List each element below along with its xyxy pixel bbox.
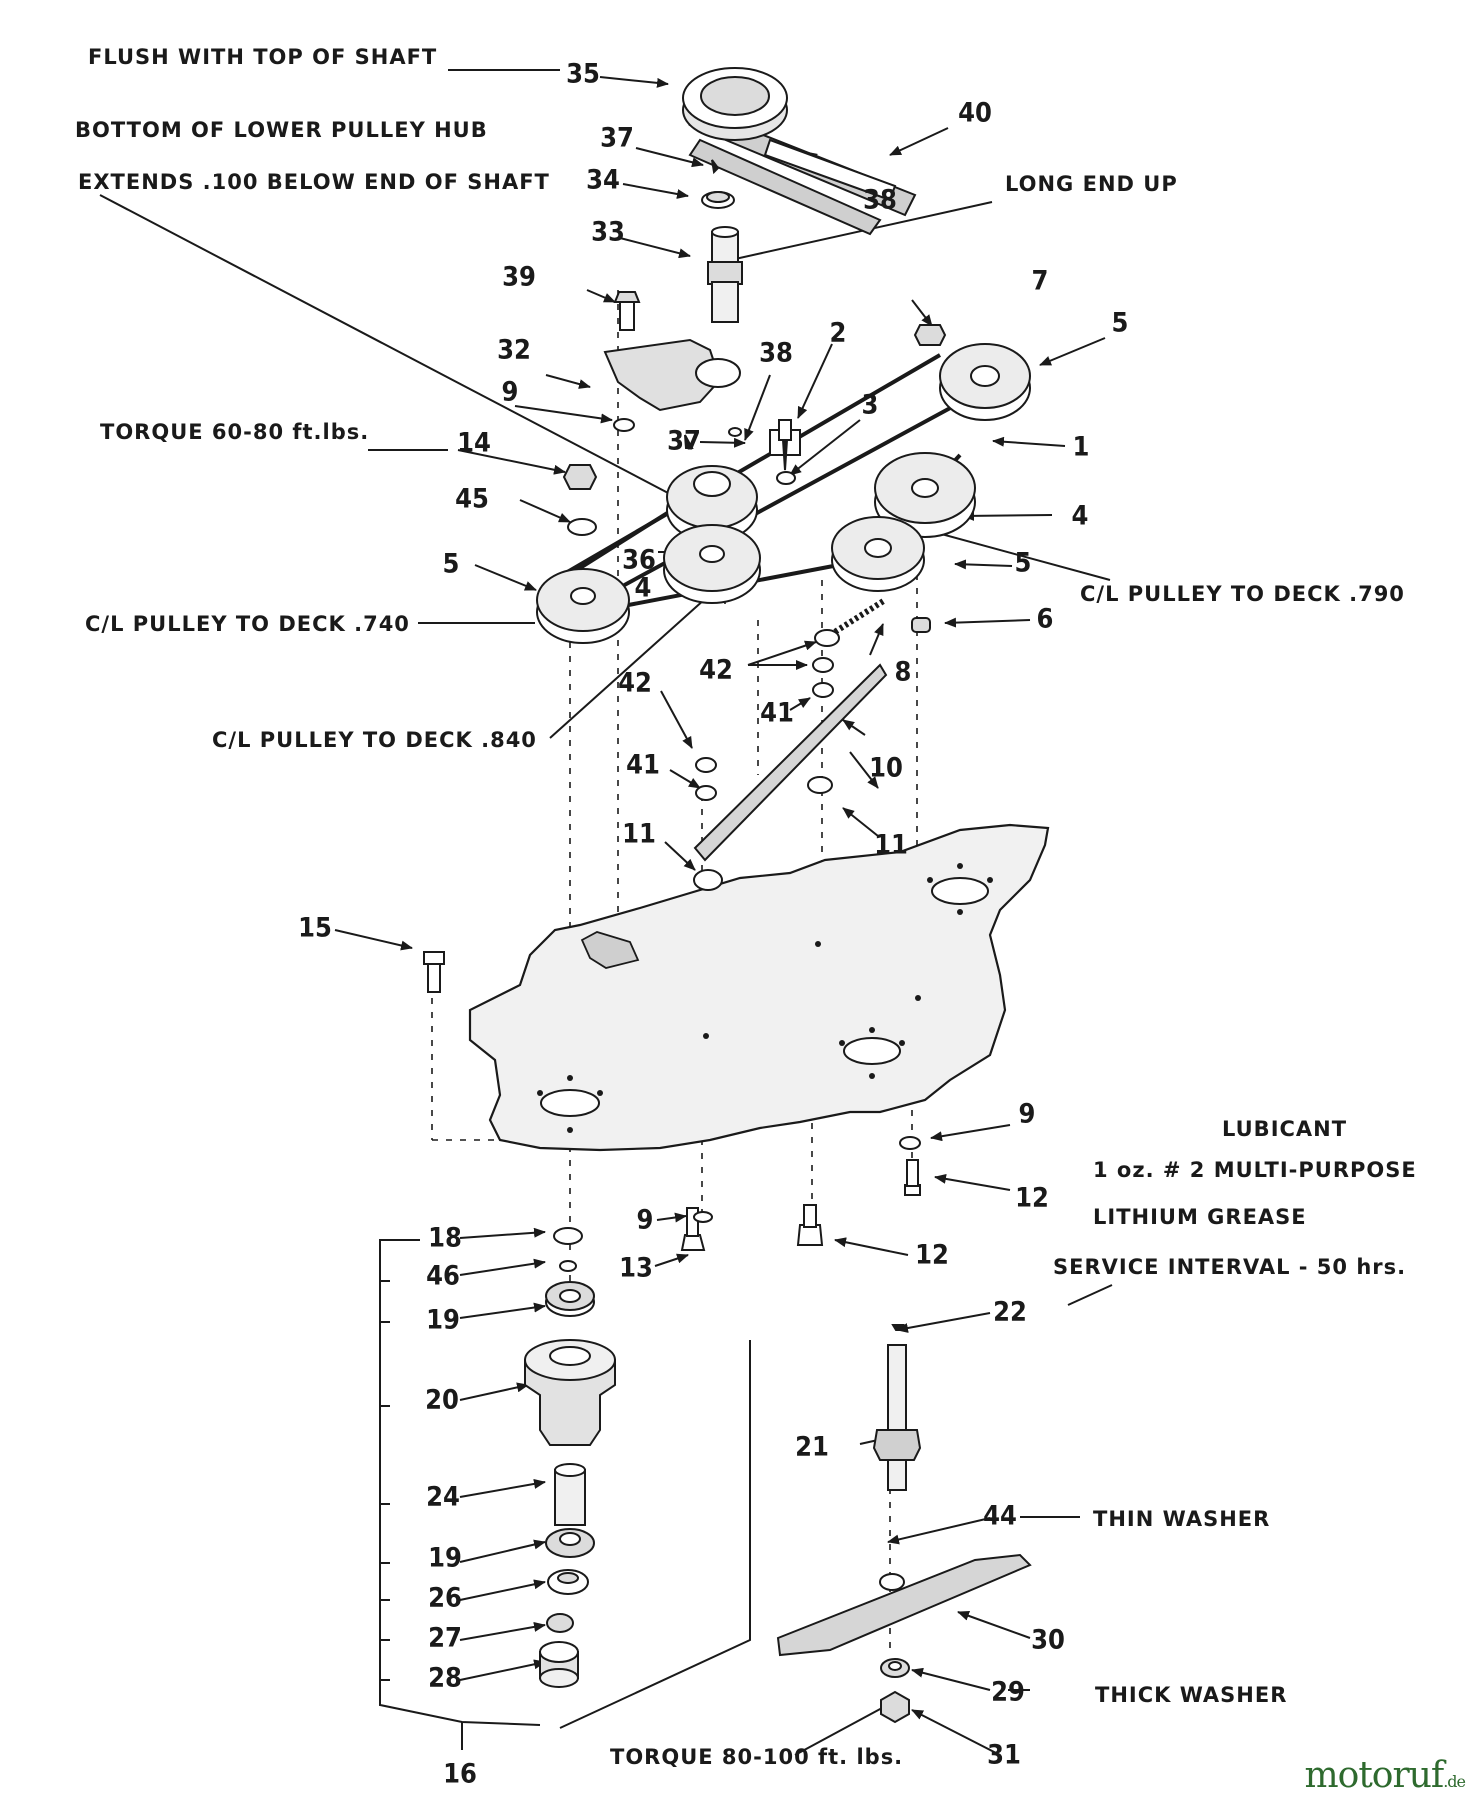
callout-26: 26 [428,1582,462,1614]
callout-35: 35 [566,58,600,90]
callout-9: 9 [501,376,519,408]
callout-18: 18 [428,1222,462,1254]
note-lubicant: LUBICANT [1222,1117,1348,1141]
callout-32: 32 [497,334,531,366]
callout-20: 20 [425,1384,459,1416]
callout-3: 3 [861,389,879,421]
callout-5: 5 [1111,307,1129,339]
note-service-interval: SERVICE INTERVAL - 50 hrs. [1053,1255,1407,1279]
callout-19: 19 [428,1542,462,1574]
callout-21: 21 [795,1431,829,1463]
callout-9: 9 [636,1204,654,1236]
note-extends-below-shaft: EXTENDS .100 BELOW END OF SHAFT [78,170,550,194]
callout-10: 10 [869,752,903,784]
note-torque-80-100: TORQUE 80-100 ft. lbs. [610,1745,904,1769]
note-thin-washer: THIN WASHER [1093,1507,1271,1531]
callout-4: 4 [634,572,652,604]
callout-40: 40 [958,97,992,129]
callout-13: 13 [619,1252,653,1284]
callout-11: 11 [874,829,908,861]
note-torque-60-80: TORQUE 60-80 ft.lbs. [100,420,370,444]
callout-42: 42 [699,654,733,686]
callout-19: 19 [426,1304,460,1336]
callout-37: 37 [667,425,701,457]
callout-12: 12 [1015,1182,1049,1214]
callout-5: 5 [1014,547,1032,579]
watermark-logo: motoruf.de [1304,1755,1466,1796]
watermark-name: motoruf [1304,1755,1445,1796]
callout-2: 2 [829,317,847,349]
callout-29: 29 [991,1676,1025,1708]
callout-24: 24 [426,1481,460,1513]
callout-31: 31 [987,1739,1021,1771]
callout-33: 33 [591,216,625,248]
note-lubricant-amount: 1 oz. # 2 MULTI-PURPOSE [1093,1158,1417,1182]
callout-22: 22 [993,1296,1027,1328]
callout-7: 7 [1031,265,1049,297]
callout-15: 15 [298,912,332,944]
note-bottom-of-lower-pulley-hub: BOTTOM OF LOWER PULLEY HUB [75,118,488,142]
callout-8: 8 [894,656,912,688]
callout-1: 1 [1072,431,1090,463]
callout-45: 45 [455,483,489,515]
callout-5: 5 [442,548,460,580]
callout-41: 41 [760,697,794,729]
note-cl-pulley-840: C/L PULLEY TO DECK .840 [212,728,537,752]
note-cl-pulley-740: C/L PULLEY TO DECK .740 [85,612,410,636]
callout-12: 12 [915,1239,949,1271]
callout-14: 14 [457,427,491,459]
callout-9: 9 [1018,1098,1036,1130]
callout-30: 30 [1031,1624,1065,1656]
note-flush-with-top-of-shaft: FLUSH WITH TOP OF SHAFT [88,45,438,69]
callout-41: 41 [626,749,660,781]
callout-16: 16 [443,1758,477,1790]
callout-37: 37 [600,122,634,154]
note-cl-pulley-790: C/L PULLEY TO DECK .790 [1080,582,1405,606]
note-lithium-grease: LITHIUM GREASE [1093,1205,1307,1229]
callout-42: 42 [618,667,652,699]
note-thick-washer: THICK WASHER [1095,1683,1288,1707]
callout-46: 46 [426,1260,460,1292]
callout-39: 39 [502,261,536,293]
callout-27: 27 [428,1622,462,1654]
callout-6: 6 [1036,603,1054,635]
callout-38: 38 [759,337,793,369]
callout-28: 28 [428,1662,462,1694]
callout-4: 4 [1071,500,1089,532]
callout-44: 44 [983,1500,1017,1532]
note-long-end-up: LONG END UP [1005,172,1178,196]
callout-38: 38 [863,184,897,216]
callout-34: 34 [586,164,620,196]
callout-11: 11 [622,818,656,850]
watermark-tld: .de [1443,1772,1466,1791]
callout-36: 36 [622,544,656,576]
